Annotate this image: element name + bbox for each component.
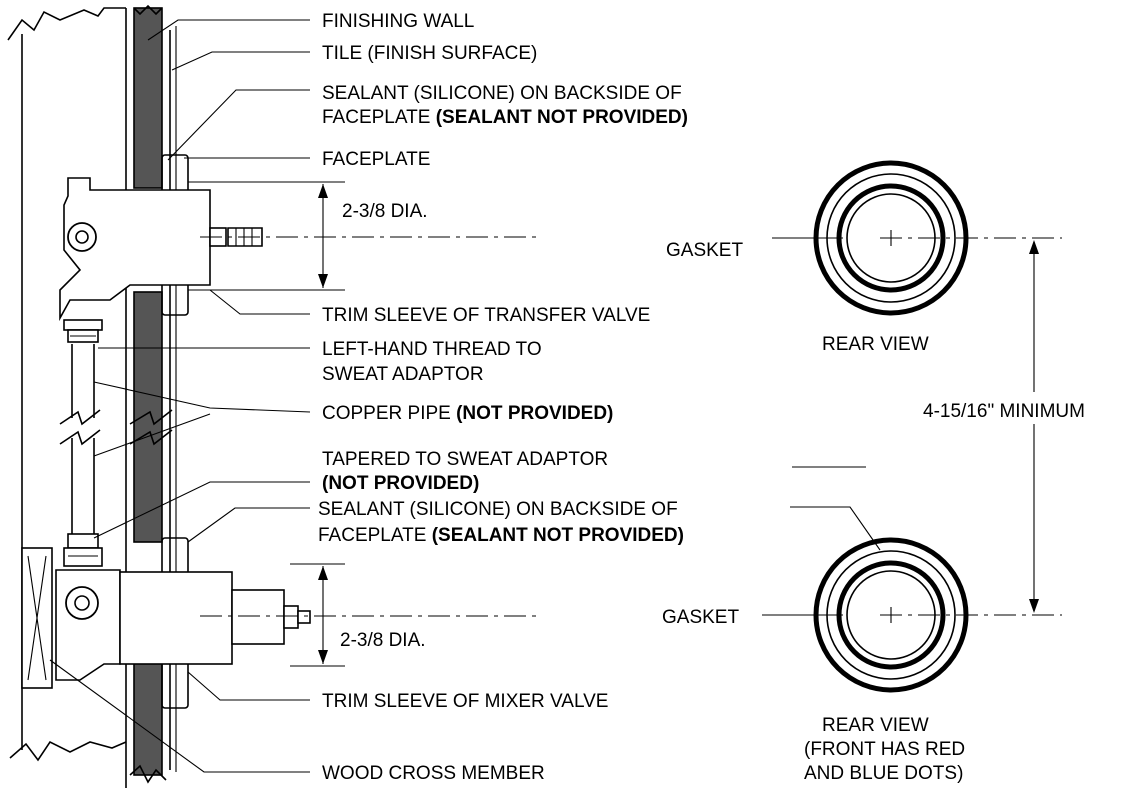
leader-lines [49, 19, 311, 773]
label-rear-view-bot-1: REAR VIEW [822, 715, 929, 736]
mixer-valve [55, 537, 311, 709]
copper-pipe [59, 344, 173, 534]
finishing-wall [129, 4, 167, 784]
label-trim-transfer: TRIM SLEEVE OF TRANSFER VALVE [322, 305, 650, 326]
label-sealant-top-1: SEALANT (SILICONE) ON BACKSIDE OF [322, 83, 682, 104]
label-sealant-top-bold: (SEALANT NOT PROVIDED) [436, 107, 688, 128]
transfer-valve [59, 154, 263, 322]
label-rear-view-top: REAR VIEW [822, 334, 929, 355]
label-sealant-bot-2: FACEPLATE (SEALANT NOT PROVIDED) [318, 525, 684, 546]
left-hand-thread-adaptor [63, 319, 103, 343]
label-tapered-bold: (NOT PROVIDED) [322, 473, 479, 494]
label-faceplate: FACEPLATE [322, 149, 430, 170]
label-sealant-top-2-text: FACEPLATE [322, 107, 436, 128]
label-sealant-bot-bold: (SEALANT NOT PROVIDED) [432, 525, 684, 546]
label-dia-top: 2-3/8 DIA. [342, 201, 428, 222]
label-gasket-bot: GASKET [662, 607, 739, 628]
label-sealant-bot-1: SEALANT (SILICONE) ON BACKSIDE OF [318, 499, 678, 520]
dimension-top [188, 181, 345, 291]
rear-view-bottom [762, 506, 1062, 693]
label-tile: TILE (FINISH SURFACE) [322, 43, 537, 64]
dimension-bottom [290, 563, 345, 667]
wood-cross-member [21, 547, 53, 689]
label-sealant-bot-2-text: FACEPLATE [318, 525, 432, 546]
minimum-dimension [1029, 240, 1039, 613]
label-minimum: 4-15/16" MINIMUM [923, 401, 1085, 422]
label-finishing-wall: FINISHING WALL [322, 11, 474, 32]
label-copper-pipe-bold: (NOT PROVIDED) [456, 403, 613, 424]
label-wood-cross: WOOD CROSS MEMBER [322, 763, 545, 784]
label-dia-bot: 2-3/8 DIA. [340, 630, 426, 651]
label-gasket-top: GASKET [666, 240, 743, 261]
rear-view-top [772, 160, 1062, 316]
tapered-sweat-adaptor [63, 533, 103, 567]
label-sealant-top-2: FACEPLATE (SEALANT NOT PROVIDED) [322, 107, 688, 128]
label-copper-pipe: COPPER PIPE (NOT PROVIDED) [322, 403, 613, 424]
label-rear-view-bot-2: (FRONT HAS RED [804, 739, 965, 760]
label-rear-view-bot-3: AND BLUE DOTS) [804, 763, 963, 784]
label-tapered-bold-text: (NOT PROVIDED) [322, 473, 479, 494]
label-left-hand-2: SWEAT ADAPTOR [322, 364, 484, 385]
label-left-hand-1: LEFT-HAND THREAD TO [322, 339, 542, 360]
label-tapered-1: TAPERED TO SWEAT ADAPTOR [322, 449, 608, 470]
label-trim-mixer: TRIM SLEEVE OF MIXER VALVE [322, 691, 608, 712]
label-copper-pipe-text: COPPER PIPE [322, 403, 456, 424]
